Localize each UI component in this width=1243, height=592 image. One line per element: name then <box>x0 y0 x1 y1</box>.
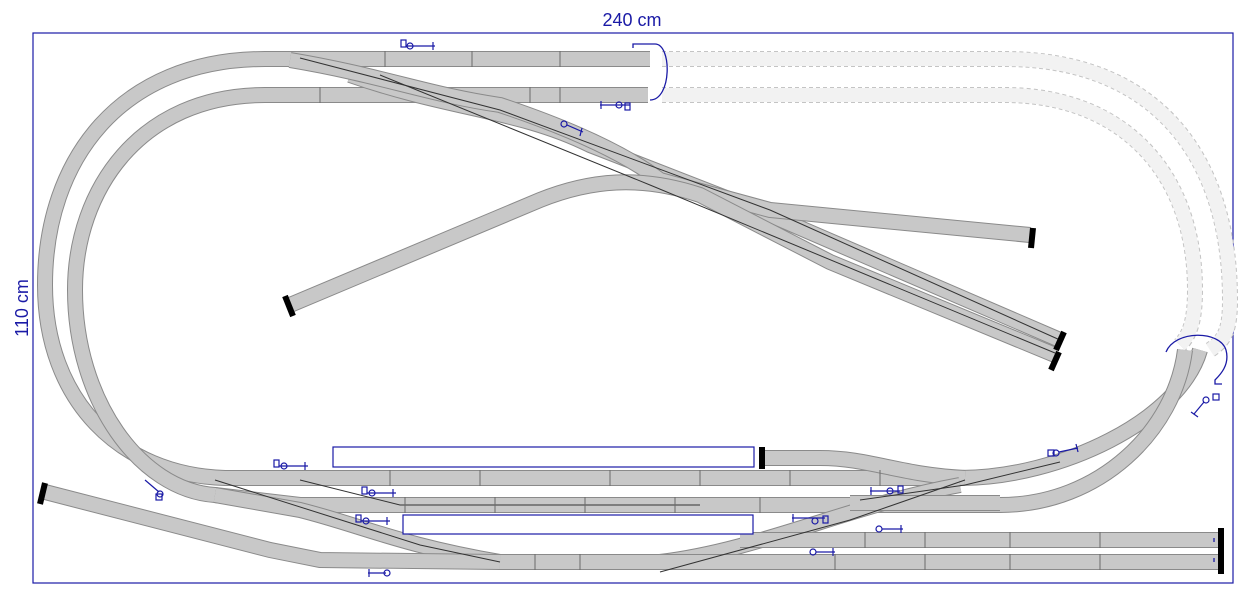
signal-icon <box>560 120 584 137</box>
outer-main-loop <box>36 51 1208 486</box>
track-joints <box>319 51 1101 570</box>
signal-icon <box>875 525 903 533</box>
buffer-stop <box>1028 227 1036 249</box>
buffer-stop <box>37 482 48 505</box>
signal-icon <box>361 486 396 497</box>
station-siding-tracks <box>43 450 1220 573</box>
width-dimension-label: 240 cm <box>602 10 661 30</box>
station-platform-lower <box>402 514 754 535</box>
inner-main-loop <box>66 87 1193 513</box>
buffer-stop <box>1053 330 1067 352</box>
feeder-wire <box>1165 334 1228 385</box>
feeder-wire <box>632 43 668 101</box>
signal-icon <box>809 548 835 556</box>
signal-icon <box>368 569 391 577</box>
feeder-wires <box>632 43 1228 562</box>
signal-icon <box>792 514 829 525</box>
buffer-stops <box>37 227 1224 574</box>
signal-icon <box>144 479 164 501</box>
signal-icon <box>1047 443 1079 457</box>
signal-icon <box>600 101 631 111</box>
signal-symbols <box>144 39 1220 577</box>
diagonal-branch-line <box>286 52 1064 363</box>
station-platform-upper <box>332 446 755 468</box>
buffer-stop <box>1048 350 1062 372</box>
signal-icon <box>273 459 308 470</box>
signal-icon <box>355 514 390 525</box>
signal-icon <box>400 39 435 50</box>
buffer-stop <box>282 294 296 318</box>
height-dimension-label: 110 cm <box>12 279 32 337</box>
signal-icon <box>1190 393 1220 418</box>
planned-track-loop <box>662 51 1239 357</box>
signal-icon <box>870 485 904 495</box>
